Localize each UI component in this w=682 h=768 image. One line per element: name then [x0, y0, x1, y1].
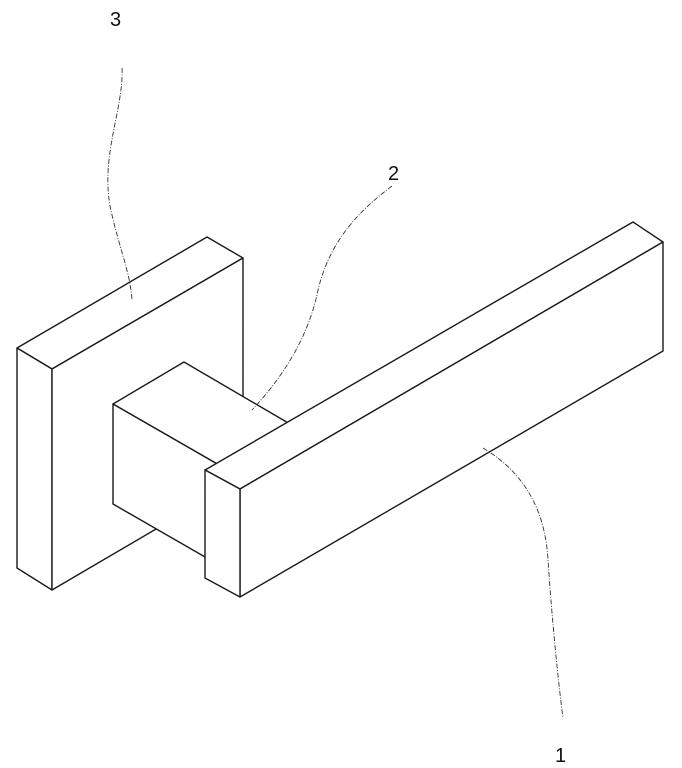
lever-bar-end-face [204, 469, 241, 598]
leader-line-neck [251, 185, 393, 411]
label-plate: 3 [110, 9, 121, 31]
label-neck: 2 [388, 163, 399, 185]
label-handle: 1 [555, 745, 566, 767]
base-plate-left-face [16, 347, 53, 591]
lever-bar [204, 221, 664, 598]
leader-line-plate [107, 67, 133, 301]
leader-line-handle [482, 447, 564, 719]
